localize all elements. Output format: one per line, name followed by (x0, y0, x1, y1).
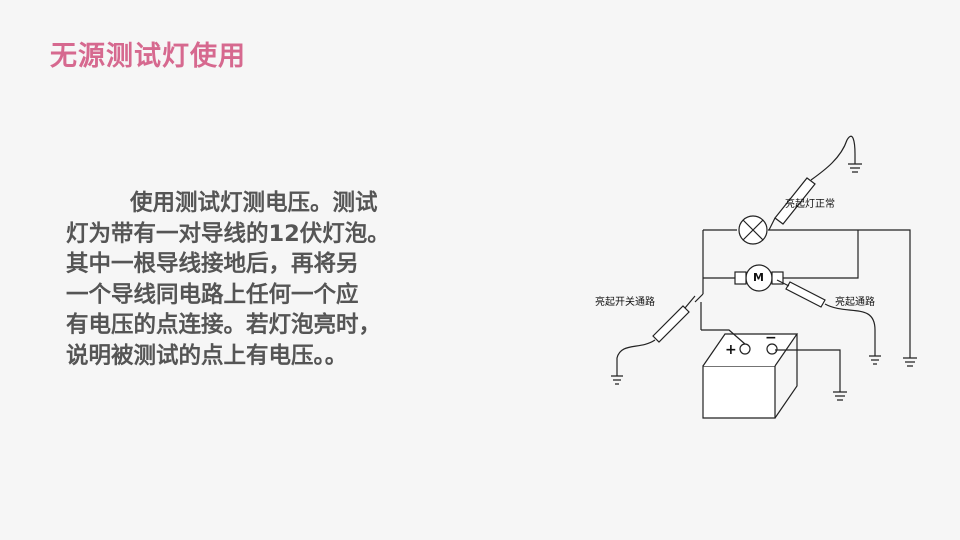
ground-icon (903, 357, 917, 367)
wire (775, 230, 859, 279)
circuit-svg (611, 135, 917, 419)
label-lamp-normal: 亮起灯正常 (785, 199, 835, 210)
test-probe-icon (776, 279, 881, 365)
paragraph-line: 一个导线同电路上任何一个应 (66, 281, 359, 308)
paragraph-line: 有电压的点连接。若灯泡亮时， (66, 312, 382, 338)
paragraph-line: 其中一根导线接地后，再将另 (66, 251, 359, 277)
paragraph-line: 说明被测试的点上有电压。。 (66, 342, 348, 369)
label-switch-path: 亮起开关通路 (595, 297, 655, 308)
lamp-icon (738, 215, 768, 245)
battery-minus: − (765, 330, 777, 346)
label-motor-path: 亮起通路 (835, 297, 875, 308)
wire (701, 329, 746, 345)
ground-icon (833, 391, 847, 401)
wire (775, 349, 841, 392)
paragraph-line: 灯为带有一对导线的12伏灯泡。 (66, 220, 390, 247)
motor-icon (734, 264, 784, 292)
battery-icon (702, 333, 799, 419)
test-probe-icon (768, 135, 862, 231)
switch-icon (694, 293, 704, 320)
paragraph-line: 使用测试灯测电压。测试 (130, 190, 378, 216)
body-paragraph: 使用测试灯测电压。测试 灯为带有一对导线的12伏灯泡。 其中一根导线接地后，再将… (66, 188, 446, 371)
slide-title: 无源测试灯使用 (50, 41, 246, 72)
test-probe-icon (611, 295, 696, 385)
circuit-diagram: 亮起灯正常 亮起开关通路 亮起通路 M + − (585, 130, 930, 430)
battery-plus: + (725, 342, 737, 358)
motor-symbol: M (753, 271, 764, 284)
wire (768, 229, 911, 358)
